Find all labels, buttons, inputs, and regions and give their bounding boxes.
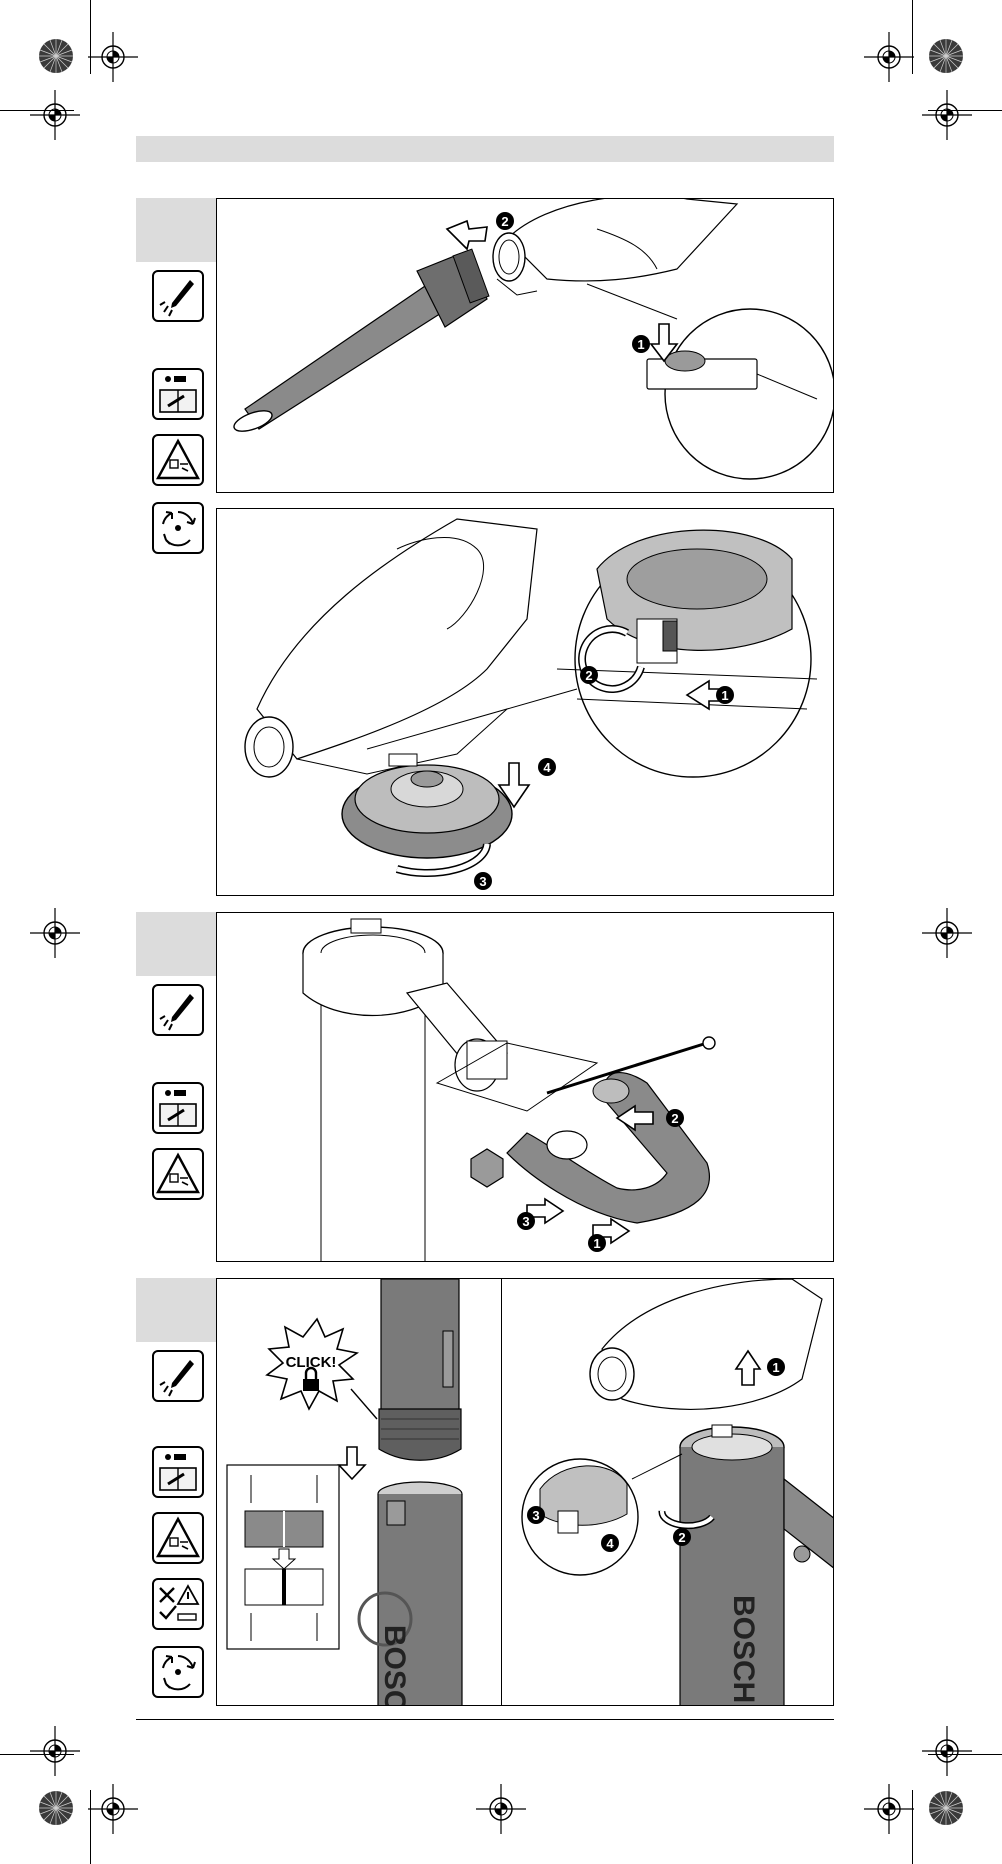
callout-1: 1 <box>637 337 644 352</box>
gloves-icon <box>152 1350 204 1402</box>
registration-mark <box>88 32 138 82</box>
handle-assembly-illustration: 2 3 1 <box>217 913 834 1262</box>
color-rosette <box>38 38 74 74</box>
footer-rule <box>136 1719 834 1720</box>
gloves-icon <box>152 984 204 1036</box>
blower-tube-illustration: 2 1 <box>217 199 834 493</box>
cover-removal-illustration: 2 1 4 3 <box>217 509 834 896</box>
gloves-icon <box>152 270 204 322</box>
figure-panel-2: 2 1 4 3 <box>216 508 834 896</box>
warning-triangle-icon <box>152 1512 204 1564</box>
hazard-info-icon <box>152 1578 204 1630</box>
brand-text: BOSCH <box>378 1625 411 1706</box>
figure-panel-3: 2 3 1 <box>216 912 834 1262</box>
callout-1: 1 <box>593 1236 600 1251</box>
callout-1: 1 <box>772 1360 779 1375</box>
color-rosette <box>928 38 964 74</box>
brand-text: BOSCH <box>727 1595 760 1703</box>
callout-4: 4 <box>606 1536 614 1551</box>
registration-mark <box>476 1784 526 1834</box>
registration-mark <box>864 1784 914 1834</box>
callout-3: 3 <box>479 874 486 889</box>
figure-panel-4b: BOSCH 1 2 3 4 <box>501 1278 834 1706</box>
warning-triangle-icon <box>152 1148 204 1200</box>
registration-mark <box>922 908 972 958</box>
callout-4: 4 <box>543 760 551 775</box>
read-manual-icon <box>152 1082 204 1134</box>
callout-3: 3 <box>522 1214 529 1229</box>
warning-triangle-icon <box>152 434 204 486</box>
registration-mark <box>30 908 80 958</box>
read-manual-icon <box>152 1446 204 1498</box>
figure-tab <box>136 1278 216 1342</box>
color-rosette <box>38 1790 74 1826</box>
callout-2: 2 <box>501 214 508 229</box>
figure-panel-1: 2 1 <box>216 198 834 493</box>
registration-mark <box>922 1726 972 1776</box>
registration-mark <box>30 1726 80 1776</box>
callout-2: 2 <box>585 668 592 683</box>
registration-mark <box>88 1784 138 1834</box>
color-rosette <box>928 1790 964 1826</box>
read-manual-icon <box>152 368 204 420</box>
rotate-recycle-icon <box>152 502 204 554</box>
callout-1: 1 <box>721 688 728 703</box>
registration-mark <box>864 32 914 82</box>
callout-2: 2 <box>671 1111 678 1126</box>
callout-3: 3 <box>532 1508 539 1523</box>
figure-panel-4a: CLICK! BOSCH <box>216 1278 502 1706</box>
tube-mount-illustration: BOSCH 1 2 3 4 <box>502 1279 834 1706</box>
callout-2: 2 <box>678 1530 685 1545</box>
registration-mark <box>922 90 972 140</box>
figure-tab <box>136 912 216 976</box>
figure-tab <box>136 198 216 262</box>
tube-connection-illustration: CLICK! BOSCH <box>217 1279 502 1706</box>
registration-mark <box>30 90 80 140</box>
header-bar <box>136 136 834 162</box>
rotate-recycle-icon <box>152 1646 204 1698</box>
